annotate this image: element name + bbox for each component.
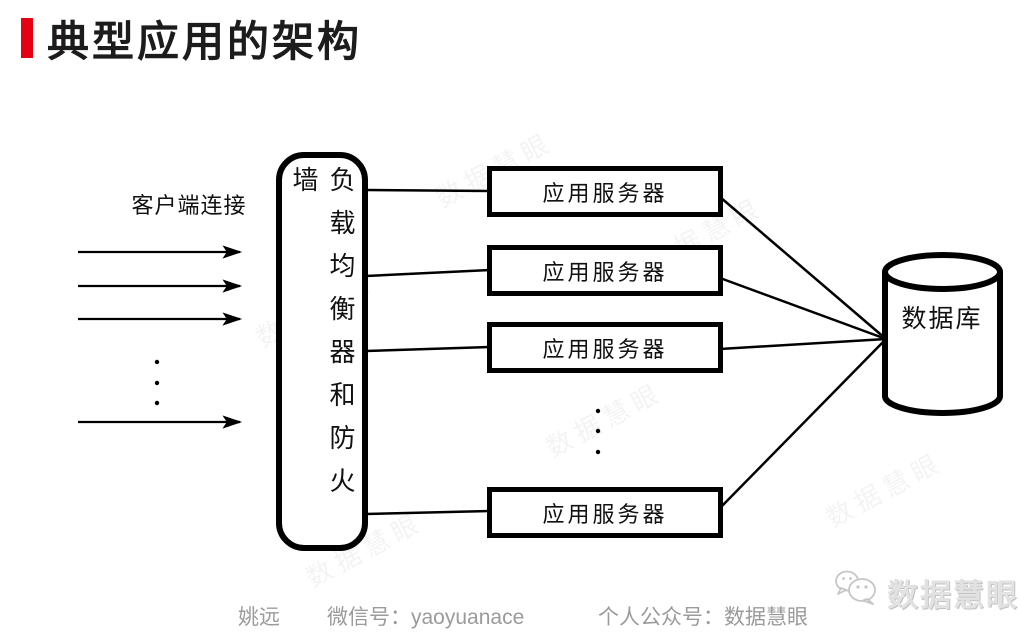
load-balancer-label: 负载均衡器和防火墙: [288, 166, 355, 510]
app-server-label: 应用服务器: [542, 337, 668, 363]
brand-logo-text: 数据慧眼: [887, 578, 1019, 613]
database-label: 数据库: [901, 304, 983, 333]
app-server-label: 应用服务器: [542, 260, 668, 286]
footer-author: 姚远: [238, 606, 280, 629]
vertical-ellipsis-icon: [595, 408, 601, 455]
chat-bubbles-icon: [835, 570, 876, 605]
client-arrows-icon: [78, 245, 243, 429]
client-connections-label: 客户端连接: [131, 194, 247, 219]
app-server-label: 应用服务器: [542, 181, 668, 207]
load-balancer-box: 负载均衡器和防火墙: [276, 152, 368, 551]
app-server-box-3: 应用服务器: [487, 322, 723, 373]
database-cylinder-icon: [882, 252, 1003, 416]
title-accent-bar: [21, 18, 33, 58]
page-title: 典型应用的架构: [47, 18, 363, 65]
app-server-box-1: 应用服务器: [487, 166, 723, 217]
footer-public-account: 个人公众号：数据慧眼: [598, 606, 808, 629]
server-to-db-lines: [719, 196, 887, 509]
footer-wechat-id: 微信号：yaoyuanace: [327, 606, 525, 629]
app-server-box-2: 应用服务器: [487, 245, 723, 296]
app-server-box-4: 应用服务器: [487, 487, 723, 538]
vertical-ellipsis-icon: [154, 359, 160, 406]
lb-to-server-lines: [365, 188, 491, 516]
brand-logo: 数据慧眼: [833, 569, 1019, 615]
app-server-label: 应用服务器: [542, 502, 668, 528]
